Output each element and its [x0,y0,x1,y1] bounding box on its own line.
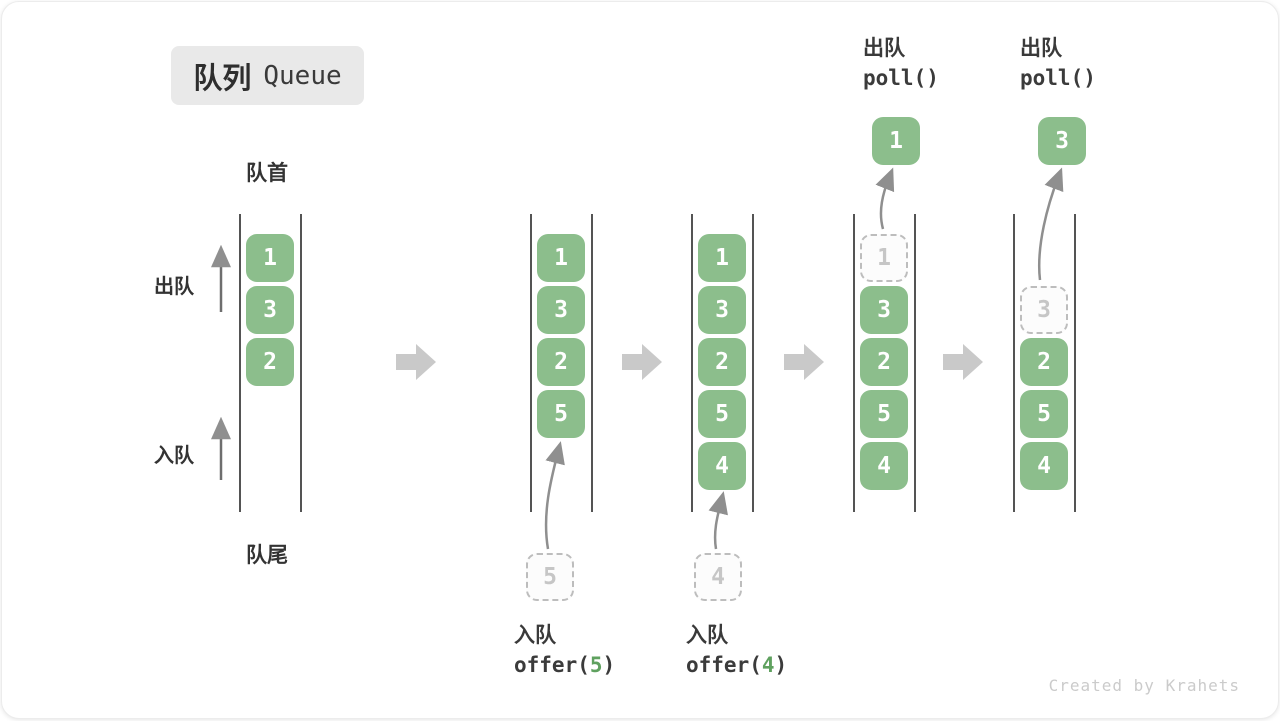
poll1-arrow [875,167,895,230]
polled-item-box: 3 [1038,117,1086,165]
offer4-label: 入队 [686,624,728,647]
queue3-left-wall [691,214,693,512]
queue1-left-wall [239,214,241,512]
queue-front-label: 队首 [246,162,288,185]
queue-item: 3 [860,286,908,334]
pending-enqueue-box: 5 [526,553,574,601]
enqueue-side-label: 入队 [154,445,194,467]
poll3-arrow [1038,167,1064,281]
offer5-label: 入队 [514,624,556,647]
offer5-code: offer(5) [514,653,615,677]
queue5-left-wall [1013,214,1015,512]
polled-item-box: 1 [872,117,920,165]
queue-item: 5 [860,390,908,438]
pending-enqueue-box: 4 [694,553,742,601]
code-text: offer( [686,653,762,677]
code-text: offer( [514,653,590,677]
queue5-right-wall [1074,214,1076,512]
queue4-right-wall [914,214,916,512]
big-arrow-3 [784,344,824,380]
queue4-left-wall [853,214,855,512]
big-arrow-4 [943,344,983,380]
big-arrow-2 [622,344,662,380]
dequeue-side-label: 出队 [154,276,194,298]
code-text: ) [774,653,788,677]
code-arg: 5 [589,653,603,677]
removed-item-ghost: 1 [860,234,908,282]
title-box: 队列 Queue [171,46,364,105]
queue-item: 2 [537,338,585,386]
queue-item: 3 [698,286,746,334]
queue-item: 5 [698,390,746,438]
queue1-right-wall [300,214,302,512]
big-arrow-1 [396,344,436,380]
code-text: ) [602,653,616,677]
queue-rear-label: 队尾 [246,544,288,567]
queue-item: 1 [246,234,294,282]
queue-item: 1 [537,234,585,282]
queue-item: 3 [246,286,294,334]
queue-item: 1 [698,234,746,282]
code-arg: 4 [761,653,775,677]
queue-item: 3 [537,286,585,334]
watermark: Created by Krahets [1048,676,1240,695]
offer4-arrow [708,491,728,550]
offer4-code: offer(4) [686,653,787,677]
queue-item: 4 [1020,442,1068,490]
poll3-label: 出队 [1020,37,1062,60]
title-en: Queue [263,60,342,91]
poll1-code: poll() [863,66,939,90]
queue-item: 4 [698,442,746,490]
offer5-arrow [544,441,565,550]
removed-item-ghost: 3 [1020,286,1068,334]
queue-item: 5 [1020,390,1068,438]
queue-item: 2 [246,338,294,386]
poll1-label: 出队 [863,37,905,60]
queue-item: 2 [1020,338,1068,386]
queue-item: 5 [537,390,585,438]
queue-item: 2 [698,338,746,386]
queue2-right-wall [591,214,593,512]
queue3-right-wall [752,214,754,512]
title-zh: 队列 [193,62,252,95]
queue2-left-wall [530,214,532,512]
queue-item: 2 [860,338,908,386]
poll3-code: poll() [1020,66,1096,90]
queue-item: 4 [860,442,908,490]
